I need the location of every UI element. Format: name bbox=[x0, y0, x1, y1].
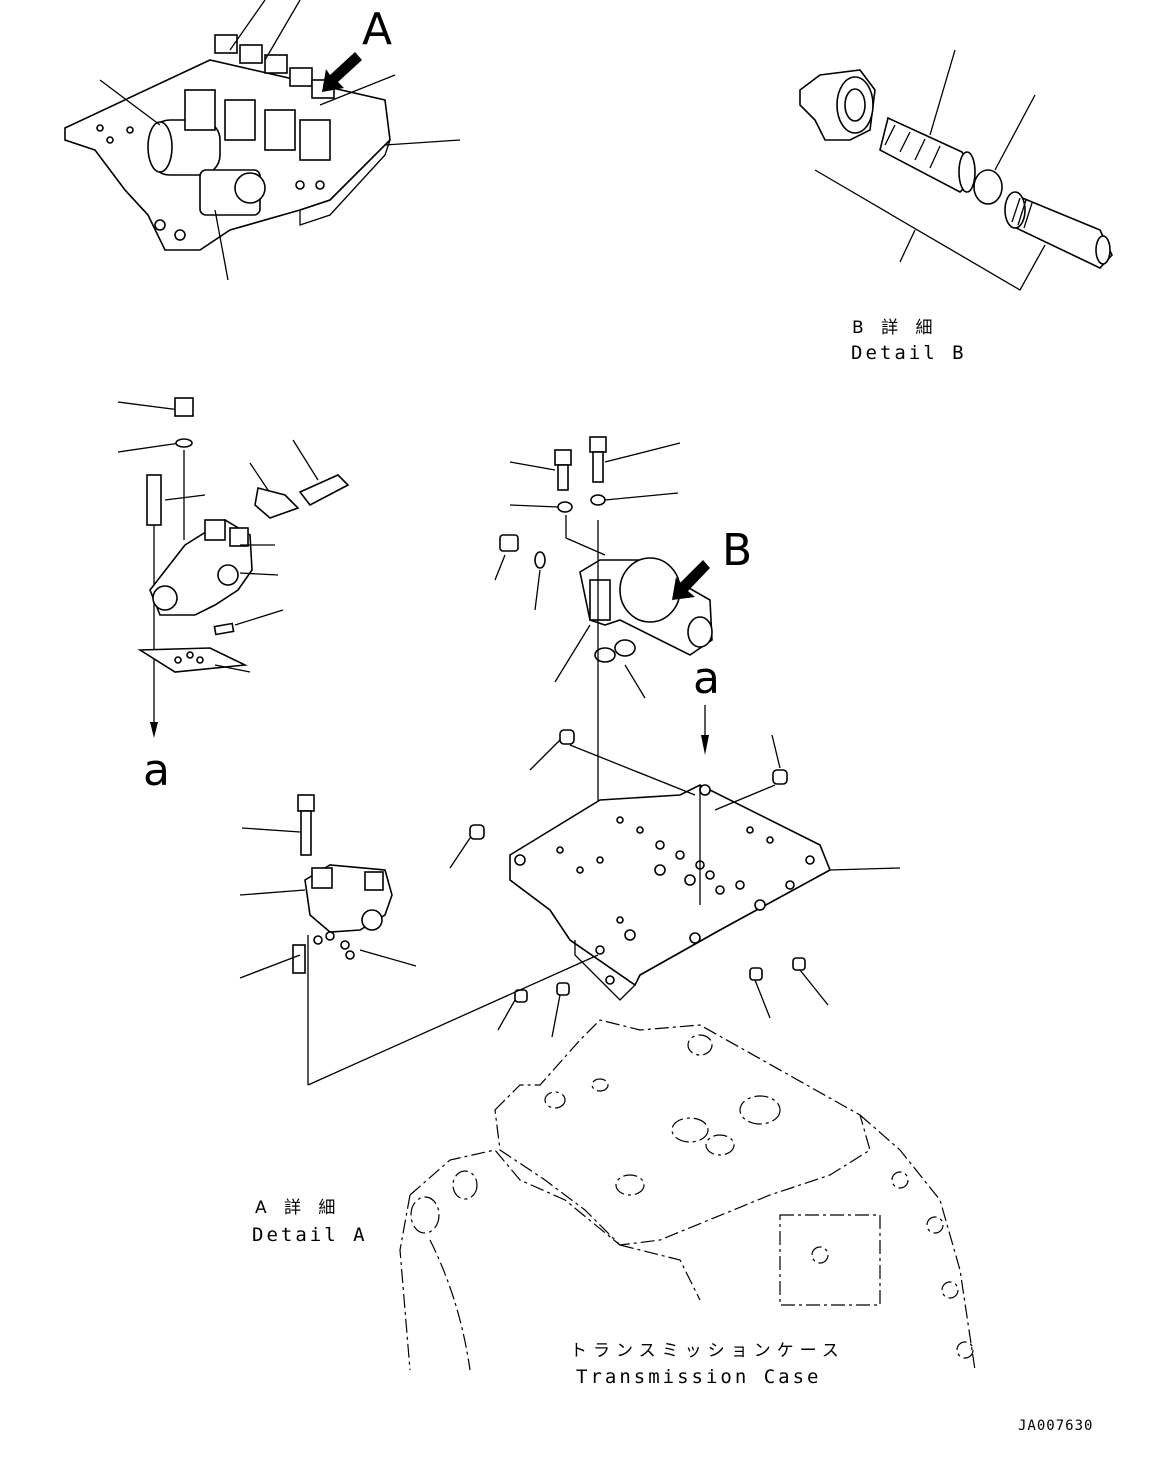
detail-a-jp: A 詳 細 bbox=[255, 1198, 341, 1218]
transmission-case-en: Transmission Case bbox=[576, 1366, 821, 1388]
ref-a-left: a bbox=[143, 745, 170, 796]
detail-b-en: Detail B bbox=[851, 342, 967, 364]
view-b-label: B bbox=[722, 525, 752, 576]
transmission-case-jp: トランスミッションケース bbox=[570, 1341, 845, 1361]
filter-housing-assembly bbox=[494, 436, 713, 960]
solenoid-valve-exploded bbox=[117, 397, 350, 738]
ref-a-right: a bbox=[693, 653, 720, 704]
detail-a-valve bbox=[239, 794, 417, 1085]
detail-b-jp: B 詳 細 bbox=[852, 318, 938, 338]
valve-assembly-overview bbox=[64, 0, 461, 281]
drawing-code: JA007630 bbox=[1018, 1418, 1093, 1434]
detail-b-filter-exploded bbox=[799, 49, 1113, 291]
valve-body-plate bbox=[307, 729, 901, 1086]
detail-a-en: Detail A bbox=[252, 1224, 368, 1246]
transmission-case-outline bbox=[399, 1019, 976, 1371]
view-a-label: A bbox=[362, 4, 392, 55]
